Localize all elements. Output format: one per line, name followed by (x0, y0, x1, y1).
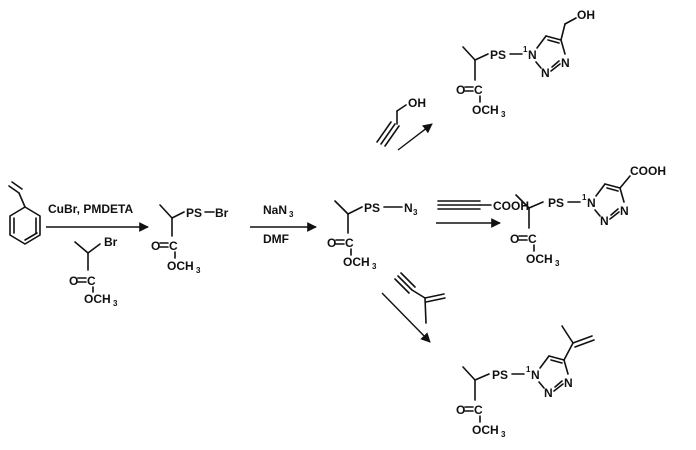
styrene-structure (8, 181, 41, 245)
initiator-structure: Br O C OCH 3 (69, 235, 118, 308)
product-mid-n2: N (600, 214, 609, 228)
product-bot-ps-label: PS (492, 368, 508, 382)
azidation-solvent: DMF (263, 232, 289, 246)
ps-bromide-structure: PS Br O C OCH 3 (151, 204, 229, 275)
ps-azide-n-sub: 3 (413, 208, 418, 217)
product-bot-carbonyl-c: C (474, 403, 483, 417)
product-bot-dash-n: 1 (526, 365, 531, 374)
initiator-carbonyl-c: C (87, 274, 96, 288)
product-hydroxymethyl-triazole: PS 1 N N N OH O C OCH 3 (456, 8, 595, 119)
branch-bottom-arrow (381, 292, 431, 343)
product-top-n2: N (541, 66, 550, 80)
initiator-ester: OCH (84, 292, 111, 306)
branch-top-arrow (397, 123, 433, 151)
product-mid-ps-label: PS (548, 196, 564, 210)
ps-bromide-br-label: Br (215, 206, 229, 220)
product-mid-ester-sub: 3 (555, 259, 560, 268)
ps-bromide-ester: OCH (167, 259, 194, 273)
product-carboxy-triazole: PS 1 N N N COOH O C OCH 3 (510, 164, 666, 268)
product-top-ps-label: PS (490, 48, 506, 62)
product-mid-n3: N (620, 204, 629, 218)
product-top-ester: OCH (472, 103, 499, 117)
product-top-n1: N (528, 48, 537, 62)
product-mid-dash-n: 1 (582, 193, 587, 202)
product-mid-carbonyl-o: O (510, 232, 519, 246)
ps-azide-ester-sub: 3 (372, 262, 377, 271)
ps-azide-structure: PS N 3 O C OCH 3 (327, 200, 418, 271)
ps-bromide-ester-sub: 3 (196, 266, 201, 275)
product-top-ester-sub: 3 (501, 110, 506, 119)
initiator-bromine: Br (104, 235, 118, 249)
propargyl-oh-label: OH (408, 96, 426, 110)
product-top-n3: N (561, 56, 570, 70)
step2-reagents: NaN 3 DMF (263, 203, 294, 246)
product-mid-n1: N (587, 196, 596, 210)
atrp-catalyst-label: CuBr, PMDETA (48, 202, 133, 216)
product-bot-carbonyl-o: O (456, 403, 465, 417)
propargyl-alcohol-structure: OH (376, 96, 426, 147)
step1-reagents: CuBr, PMDETA (48, 202, 133, 216)
ps-azide-carbonyl-c: C (345, 236, 354, 250)
enyne-structure (394, 272, 446, 324)
product-top-carbonyl-c: C (474, 83, 483, 97)
product-mid-ester: OCH (526, 252, 553, 266)
product-bot-n2: N (544, 386, 553, 400)
product-bot-ester: OCH (472, 423, 499, 437)
ps-azide-ps-label: PS (364, 201, 380, 215)
ps-bromide-ps-label: PS (186, 206, 202, 220)
product-mid-carbonyl-c: C (528, 232, 537, 246)
initiator-ester-sub: 3 (113, 299, 118, 308)
ps-bromide-carbonyl-c: C (169, 239, 178, 253)
ps-azide-carbonyl-o: O (327, 236, 336, 250)
product-bot-n3: N (564, 376, 573, 390)
propiolic-acid-structure: COOH (437, 199, 529, 213)
product-top-oh-label: OH (577, 8, 595, 22)
product-bot-n1: N (531, 368, 540, 382)
product-isopropenyl-triazole: PS 1 N N N O C OCH 3 (456, 325, 595, 439)
azidation-reagent: NaN (263, 203, 287, 217)
azidation-reagent-sub: 3 (289, 210, 294, 219)
initiator-carbonyl-o: O (69, 274, 78, 288)
propiolic-cooh-label: COOH (493, 199, 529, 213)
product-bot-ester-sub: 3 (501, 430, 506, 439)
ps-azide-ester: OCH (343, 255, 370, 269)
product-top-dash-n: 1 (523, 45, 528, 54)
ps-bromide-carbonyl-o: O (151, 239, 160, 253)
product-top-carbonyl-o: O (456, 83, 465, 97)
ps-azide-n-label: N (404, 201, 413, 215)
product-mid-cooh-label: COOH (630, 164, 666, 178)
